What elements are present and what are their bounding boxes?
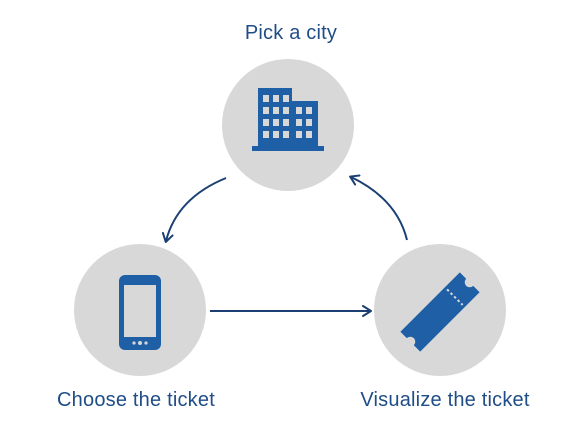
- smartphone-icon: [119, 275, 161, 350]
- step-label-choose-ticket: Choose the ticket: [57, 389, 215, 411]
- step-label-visualize-ticket: Visualize the ticket: [360, 389, 530, 411]
- arrow-visualize-ticket-to-pick-city: [349, 174, 408, 241]
- building-icon: [252, 88, 324, 151]
- arrow-pick-city-to-choose-ticket: [161, 177, 227, 243]
- step-label-pick-city: Pick a city: [244, 22, 338, 44]
- ticket-icon: [400, 272, 480, 352]
